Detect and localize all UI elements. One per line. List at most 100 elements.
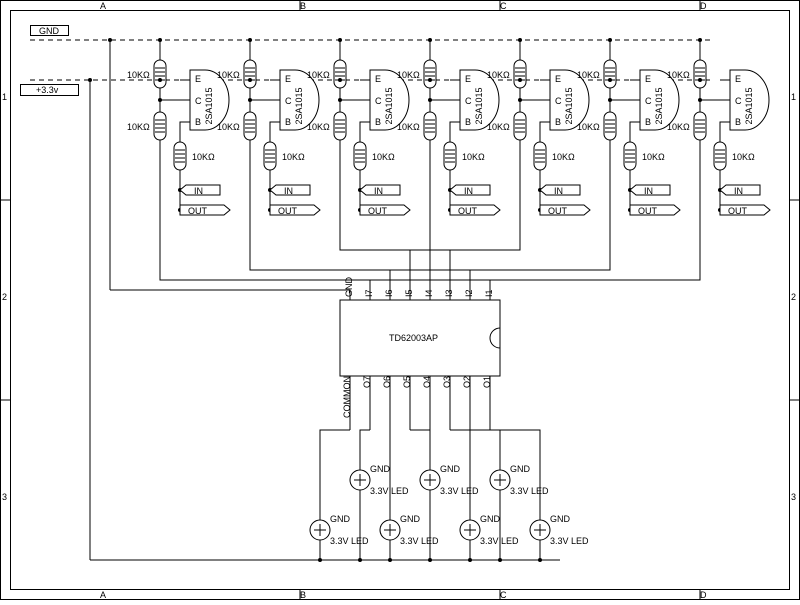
junction-dot: [338, 78, 342, 82]
led-type-label: 3.3V LED: [550, 536, 589, 546]
base-resistor-value: 10KΩ: [462, 152, 485, 162]
junction-dot: [608, 78, 612, 82]
bias-resistor-value: 10KΩ: [487, 122, 510, 132]
collector-pin-label: C: [735, 96, 742, 106]
output-port-label: OUT: [368, 206, 388, 216]
emitter-pin-label: E: [375, 74, 381, 84]
ic-name: TD62003AP: [389, 333, 438, 343]
input-port-flag: IN: [629, 184, 671, 196]
led-wire: [359, 429, 370, 470]
base-resistor: [263, 141, 277, 171]
ic-bottom-pin-label: O4: [422, 376, 432, 388]
ic-top-pin-label: I6: [384, 289, 394, 297]
bias-resistor: [603, 111, 617, 141]
base-resistor: [443, 141, 457, 171]
resistor-body: [263, 141, 277, 171]
base-resistor-value: 10KΩ: [552, 152, 575, 162]
bias-resistor-value: 10KΩ: [307, 122, 330, 132]
base-pin-label: B: [735, 117, 741, 127]
pullup-resistor: [423, 59, 437, 89]
port-shape: [179, 204, 231, 216]
ic-bottom-pin-label: O1: [482, 376, 492, 388]
zone-row-right-3: 3: [791, 492, 796, 502]
input-port-label: IN: [644, 186, 653, 196]
ic-bottom-pin-label: O3: [442, 376, 452, 388]
transistor-part-label: 2SA1015: [294, 87, 304, 124]
resistor-body: [353, 141, 367, 171]
output-port-flag: OUT: [359, 204, 411, 216]
input-port-label: IN: [374, 186, 383, 196]
resistor-body: [603, 59, 617, 89]
input-port-label: IN: [464, 186, 473, 196]
collector-pin-label: C: [645, 96, 652, 106]
emitter-pin-label: E: [555, 74, 561, 84]
ic-top-pin-label: I3: [444, 289, 454, 297]
output-port-label: OUT: [458, 206, 478, 216]
transistor-part-label: 2SA1015: [564, 87, 574, 124]
wire: [539, 121, 550, 142]
pullup-resistor: [513, 59, 527, 89]
emitter-pin-label: E: [465, 74, 471, 84]
bias-resistor-value: 10KΩ: [127, 122, 150, 132]
resistor-body: [423, 111, 437, 141]
resistor-body: [623, 141, 637, 171]
pullup-resistor-value: 10KΩ: [127, 70, 150, 80]
resistor-body: [153, 59, 167, 89]
transistor-body: [369, 69, 410, 131]
port-shape: [269, 184, 311, 196]
ic-top-pin-label: GND: [344, 277, 354, 298]
led-wire: [450, 429, 471, 520]
wire: [269, 121, 280, 142]
resistor-body: [423, 59, 437, 89]
gnd-net-label: GND: [39, 26, 60, 36]
output-port-flag: OUT: [719, 204, 771, 216]
ic-input-wire: [159, 160, 491, 300]
led-type-label: 3.3V LED: [510, 486, 549, 496]
ic-body: [339, 299, 501, 377]
zone-col-bottom-d: D: [700, 590, 707, 600]
output-port-label: OUT: [728, 206, 748, 216]
base-pin-label: B: [465, 117, 471, 127]
collector-pin-label: C: [285, 96, 292, 106]
resistor-body: [173, 141, 187, 171]
junction-dot: [518, 78, 522, 82]
wire: [359, 121, 370, 142]
emitter-pin-label: E: [285, 74, 291, 84]
led-gnd-label: GND: [400, 514, 421, 524]
led-gnd-label: GND: [370, 464, 391, 474]
base-resistor-value: 10KΩ: [642, 152, 665, 162]
pullup-resistor-value: 10KΩ: [667, 70, 690, 80]
led-gnd-label: GND: [550, 514, 571, 524]
port-shape: [359, 184, 401, 196]
wire: [629, 121, 640, 142]
resistor-body: [693, 59, 707, 89]
gnd-net-flag: GND: [30, 25, 69, 36]
bias-resistor: [243, 111, 257, 141]
ic-bottom-pin-label: COMMON: [342, 376, 352, 418]
port-shape: [449, 184, 491, 196]
ic-top-pin-label: I5: [404, 289, 414, 297]
port-shape: [449, 204, 501, 216]
output-port-label: OUT: [548, 206, 568, 216]
transistor-body: [189, 69, 230, 131]
port-shape: [359, 204, 411, 216]
power-rails: GND +3.3v: [20, 25, 710, 560]
collector-pin-label: C: [375, 96, 382, 106]
junction-dot: [428, 78, 432, 82]
led-type-label: 3.3V LED: [440, 486, 479, 496]
pullup-resistor-value: 10KΩ: [577, 70, 600, 80]
input-port-flag: IN: [269, 184, 311, 196]
ic-notch: [489, 327, 501, 349]
port-shape: [539, 204, 591, 216]
base-resistor: [533, 141, 547, 171]
